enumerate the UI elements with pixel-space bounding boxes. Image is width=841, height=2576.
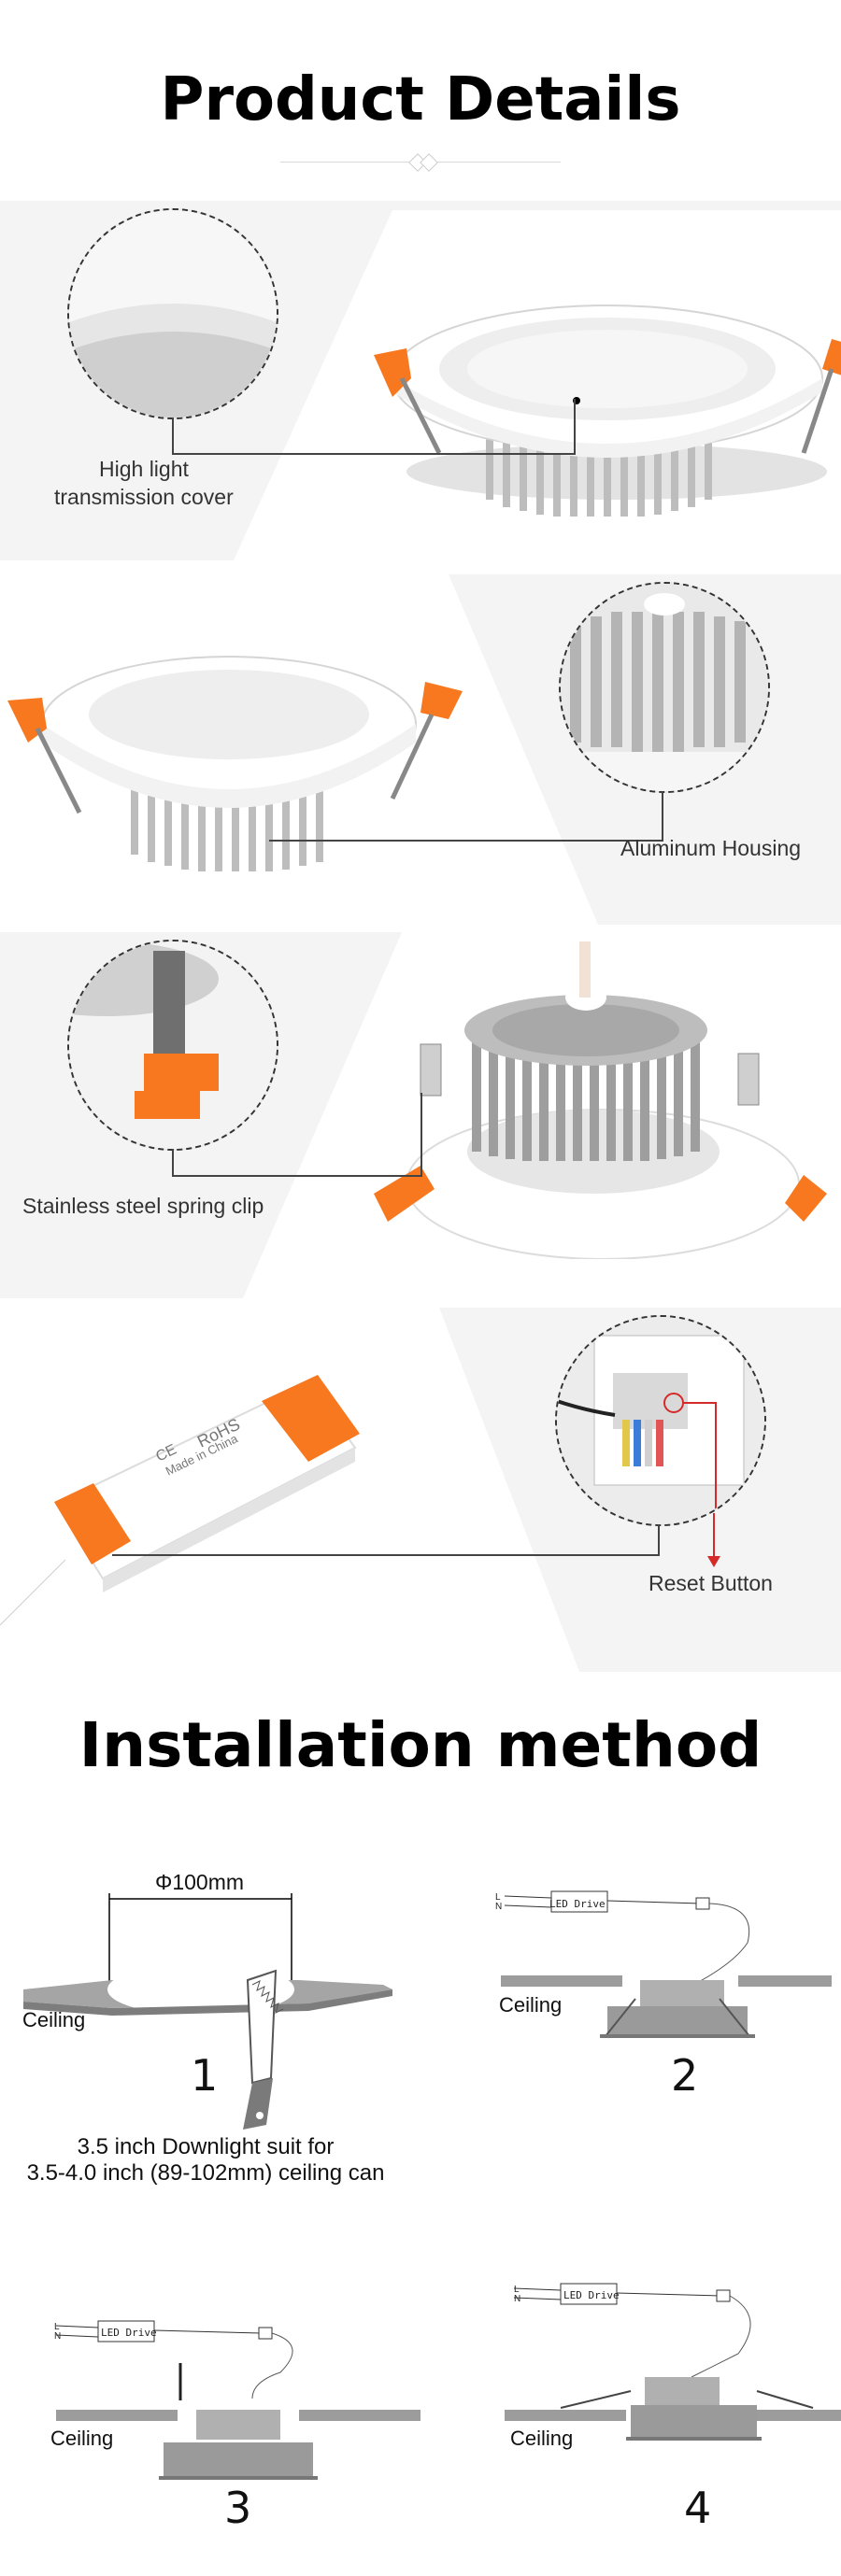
- step4-wire-l: L: [514, 2285, 520, 2295]
- reset-leader-vertical: [658, 1524, 660, 1556]
- housing-closeup-image: [561, 584, 768, 791]
- cover-label-line1: High light: [99, 457, 189, 481]
- clip-leader-horizontal: [172, 1175, 422, 1177]
- step1-ceiling-label: Ceiling: [22, 2008, 86, 2031]
- hole-diameter-label: Φ100mm: [155, 1870, 245, 1894]
- reset-closeup-circle: [555, 1315, 766, 1526]
- step2-wire-n: N: [495, 1902, 503, 1912]
- step4-driver-label: LED Drive: [563, 2289, 620, 2301]
- cover-label-line2: transmission cover: [54, 485, 234, 509]
- step2-illustration: [501, 1890, 832, 2038]
- housing-label: Aluminum Housing: [620, 836, 802, 860]
- step1-number: 1: [191, 2050, 219, 2101]
- step4-number: 4: [684, 2483, 712, 2533]
- step3-wire-l: L: [54, 2322, 60, 2332]
- cover-leader-vertical: [172, 418, 174, 455]
- step4-ceiling-label: Ceiling: [510, 2427, 574, 2450]
- reset-leader-horizontal: [112, 1554, 660, 1556]
- feature-panel-cover: High light transmission cover: [0, 201, 841, 560]
- step3-driver-label: LED Drive: [101, 2327, 157, 2339]
- step2-driver-label: LED Drive: [549, 1898, 606, 1910]
- step1-illustration: [23, 1893, 392, 2130]
- install-note-line2: 3.5-4.0 inch (89-102mm) ceiling can: [26, 2160, 385, 2186]
- reset-arrow-icon: [707, 1513, 720, 1567]
- clip-closeup-circle: [67, 940, 278, 1151]
- step3-ceiling-label: Ceiling: [50, 2427, 114, 2450]
- cover-leader-horizontal: [172, 453, 576, 455]
- housing-leader-vertical: [662, 791, 663, 842]
- downlight-image: [374, 304, 841, 517]
- clip-label: Stainless steel spring clip: [22, 1194, 264, 1218]
- step2-number: 2: [671, 2050, 699, 2101]
- product-details-title: Product Details: [160, 65, 681, 134]
- clip-leader-up: [420, 1093, 422, 1177]
- housing-leader-horizontal: [269, 840, 663, 842]
- install-note-line1: 3.5 inch Downlight suit for: [77, 2134, 335, 2159]
- cover-closeup-circle: [67, 208, 278, 419]
- clip-leader-vertical: [172, 1149, 174, 1177]
- feature-panel-reset: Made in China RoHS CE Reset But: [0, 1308, 841, 1672]
- step4-wire-n: N: [514, 2294, 521, 2304]
- reset-label: Reset Button: [649, 1571, 773, 1595]
- reset-closeup-image: [557, 1317, 764, 1524]
- cover-closeup-image: [69, 210, 277, 418]
- step4-illustration: [505, 2283, 841, 2441]
- downlight-back-image: [374, 941, 827, 1259]
- step3-number: 3: [224, 2483, 252, 2533]
- step3-illustration: [55, 2320, 420, 2480]
- feature-panel-spring-clip: Stainless steel spring clip: [0, 932, 841, 1298]
- driver-image: Made in China RoHS CE: [0, 1375, 360, 1628]
- clip-closeup-image: [69, 941, 277, 1149]
- feature-panel-housing: Aluminum Housing: [0, 574, 841, 925]
- step2-ceiling-label: Ceiling: [499, 1993, 563, 2017]
- housing-closeup-circle: [559, 582, 770, 793]
- downlight-image: [7, 656, 463, 871]
- divider-diamond-right: [420, 153, 438, 172]
- cover-leader-up: [574, 399, 576, 455]
- installation-title: Installation method: [78, 1709, 763, 1781]
- step3-wire-n: N: [54, 2331, 62, 2342]
- step2-wire-l: L: [495, 1892, 501, 1903]
